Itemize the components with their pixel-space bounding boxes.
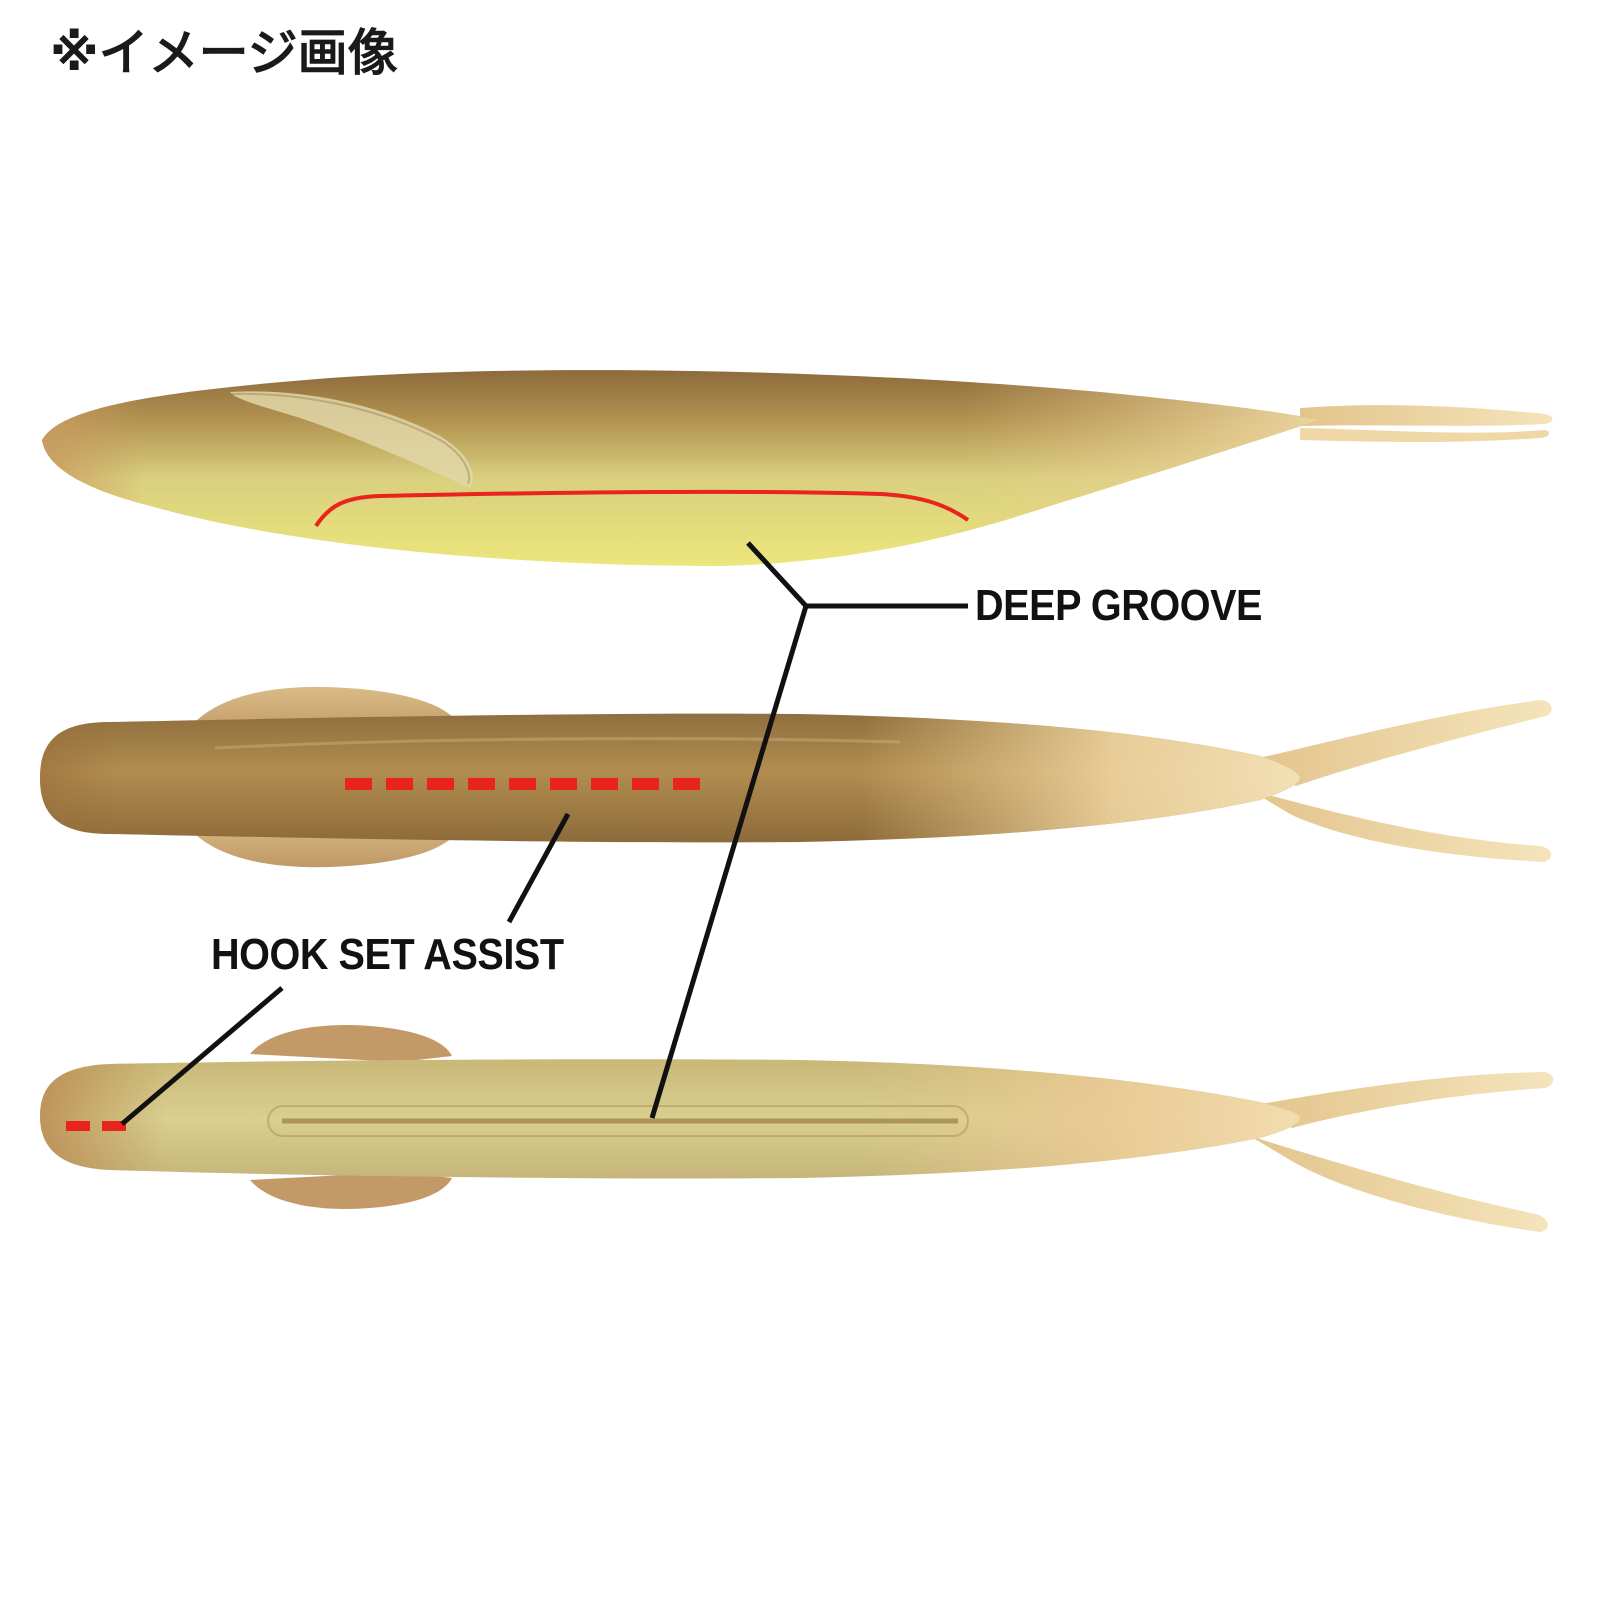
deep-groove-leader xyxy=(649,541,968,1119)
image-notice: ※イメージ画像 xyxy=(50,24,398,82)
hook-set-assist-label: HOOK SET ASSIST xyxy=(211,930,564,979)
side-view-lure xyxy=(42,370,1553,566)
bottom-view-lure xyxy=(40,1025,1554,1232)
deep-groove-label: DEEP GROOVE xyxy=(975,581,1263,630)
top-view-lure xyxy=(40,686,1552,868)
hook-set-assist-leader xyxy=(120,812,571,1126)
